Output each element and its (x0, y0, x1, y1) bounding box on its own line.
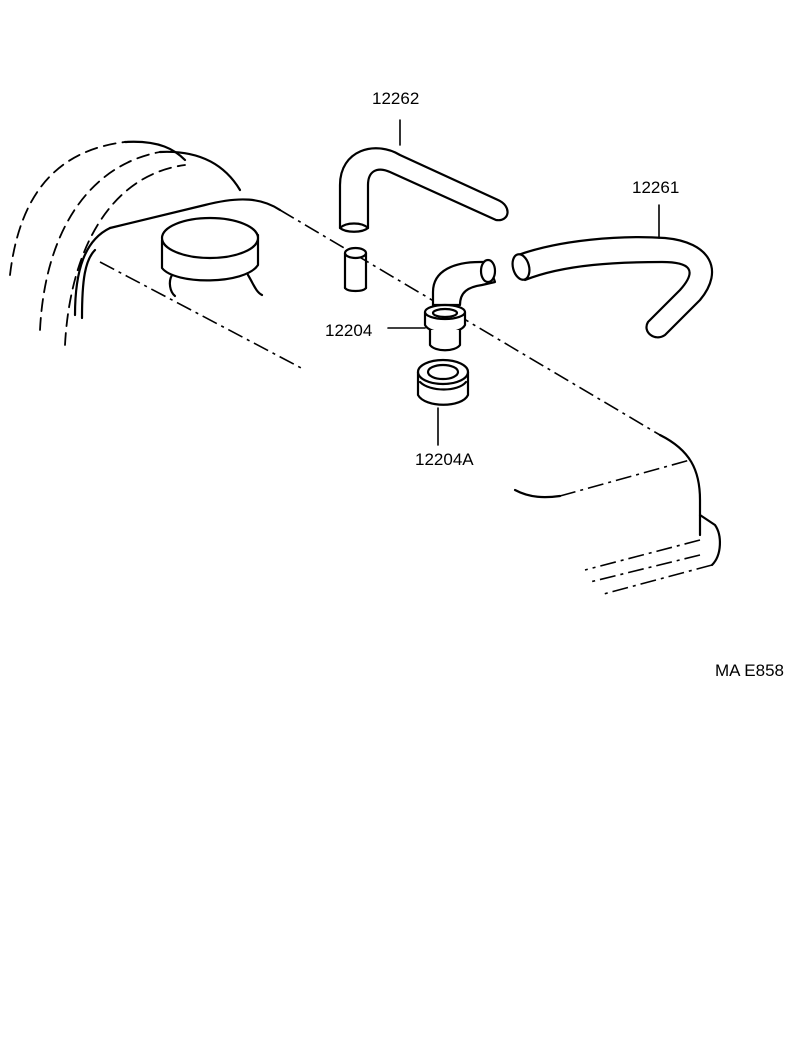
label-12204a: 12204A (415, 450, 474, 469)
label-12261: 12261 (632, 178, 679, 197)
hose-12261 (511, 204, 713, 339)
grommet-12204a (416, 358, 470, 446)
reference-code: MA E858 (715, 661, 784, 680)
pcv-valve-12204 (387, 258, 497, 352)
oil-filler-cap (160, 216, 264, 298)
label-12204: 12204 (325, 321, 372, 340)
engine-cover-outline (9, 140, 721, 596)
label-12262: 12262 (372, 89, 419, 108)
hose-12262 (338, 119, 509, 233)
hose-nipple (343, 246, 368, 293)
